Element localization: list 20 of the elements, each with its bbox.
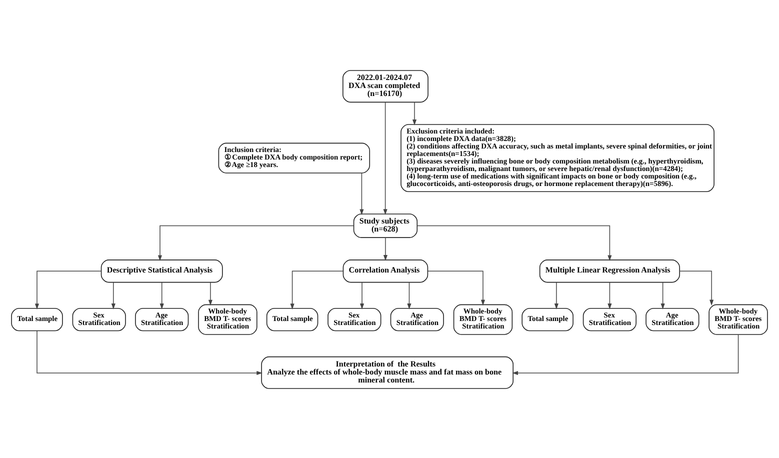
arrow bbox=[412, 101, 417, 125]
arrow bbox=[160, 281, 164, 309]
arrow bbox=[158, 224, 354, 261]
arrow bbox=[608, 281, 612, 309]
arrow bbox=[34, 270, 102, 309]
arrow bbox=[428, 270, 486, 306]
arrow bbox=[360, 281, 364, 309]
arrow bbox=[679, 270, 714, 306]
arrow bbox=[407, 281, 412, 309]
arrow bbox=[383, 101, 388, 214]
arrow bbox=[111, 281, 116, 309]
arrow bbox=[554, 281, 558, 309]
arrow bbox=[416, 224, 612, 261]
arrow bbox=[660, 281, 665, 309]
arrow bbox=[290, 270, 344, 309]
arrow bbox=[383, 236, 388, 260]
arrow bbox=[512, 334, 739, 375]
arrow bbox=[360, 172, 364, 215]
arrow bbox=[36, 330, 262, 375]
arrow bbox=[208, 281, 212, 306]
